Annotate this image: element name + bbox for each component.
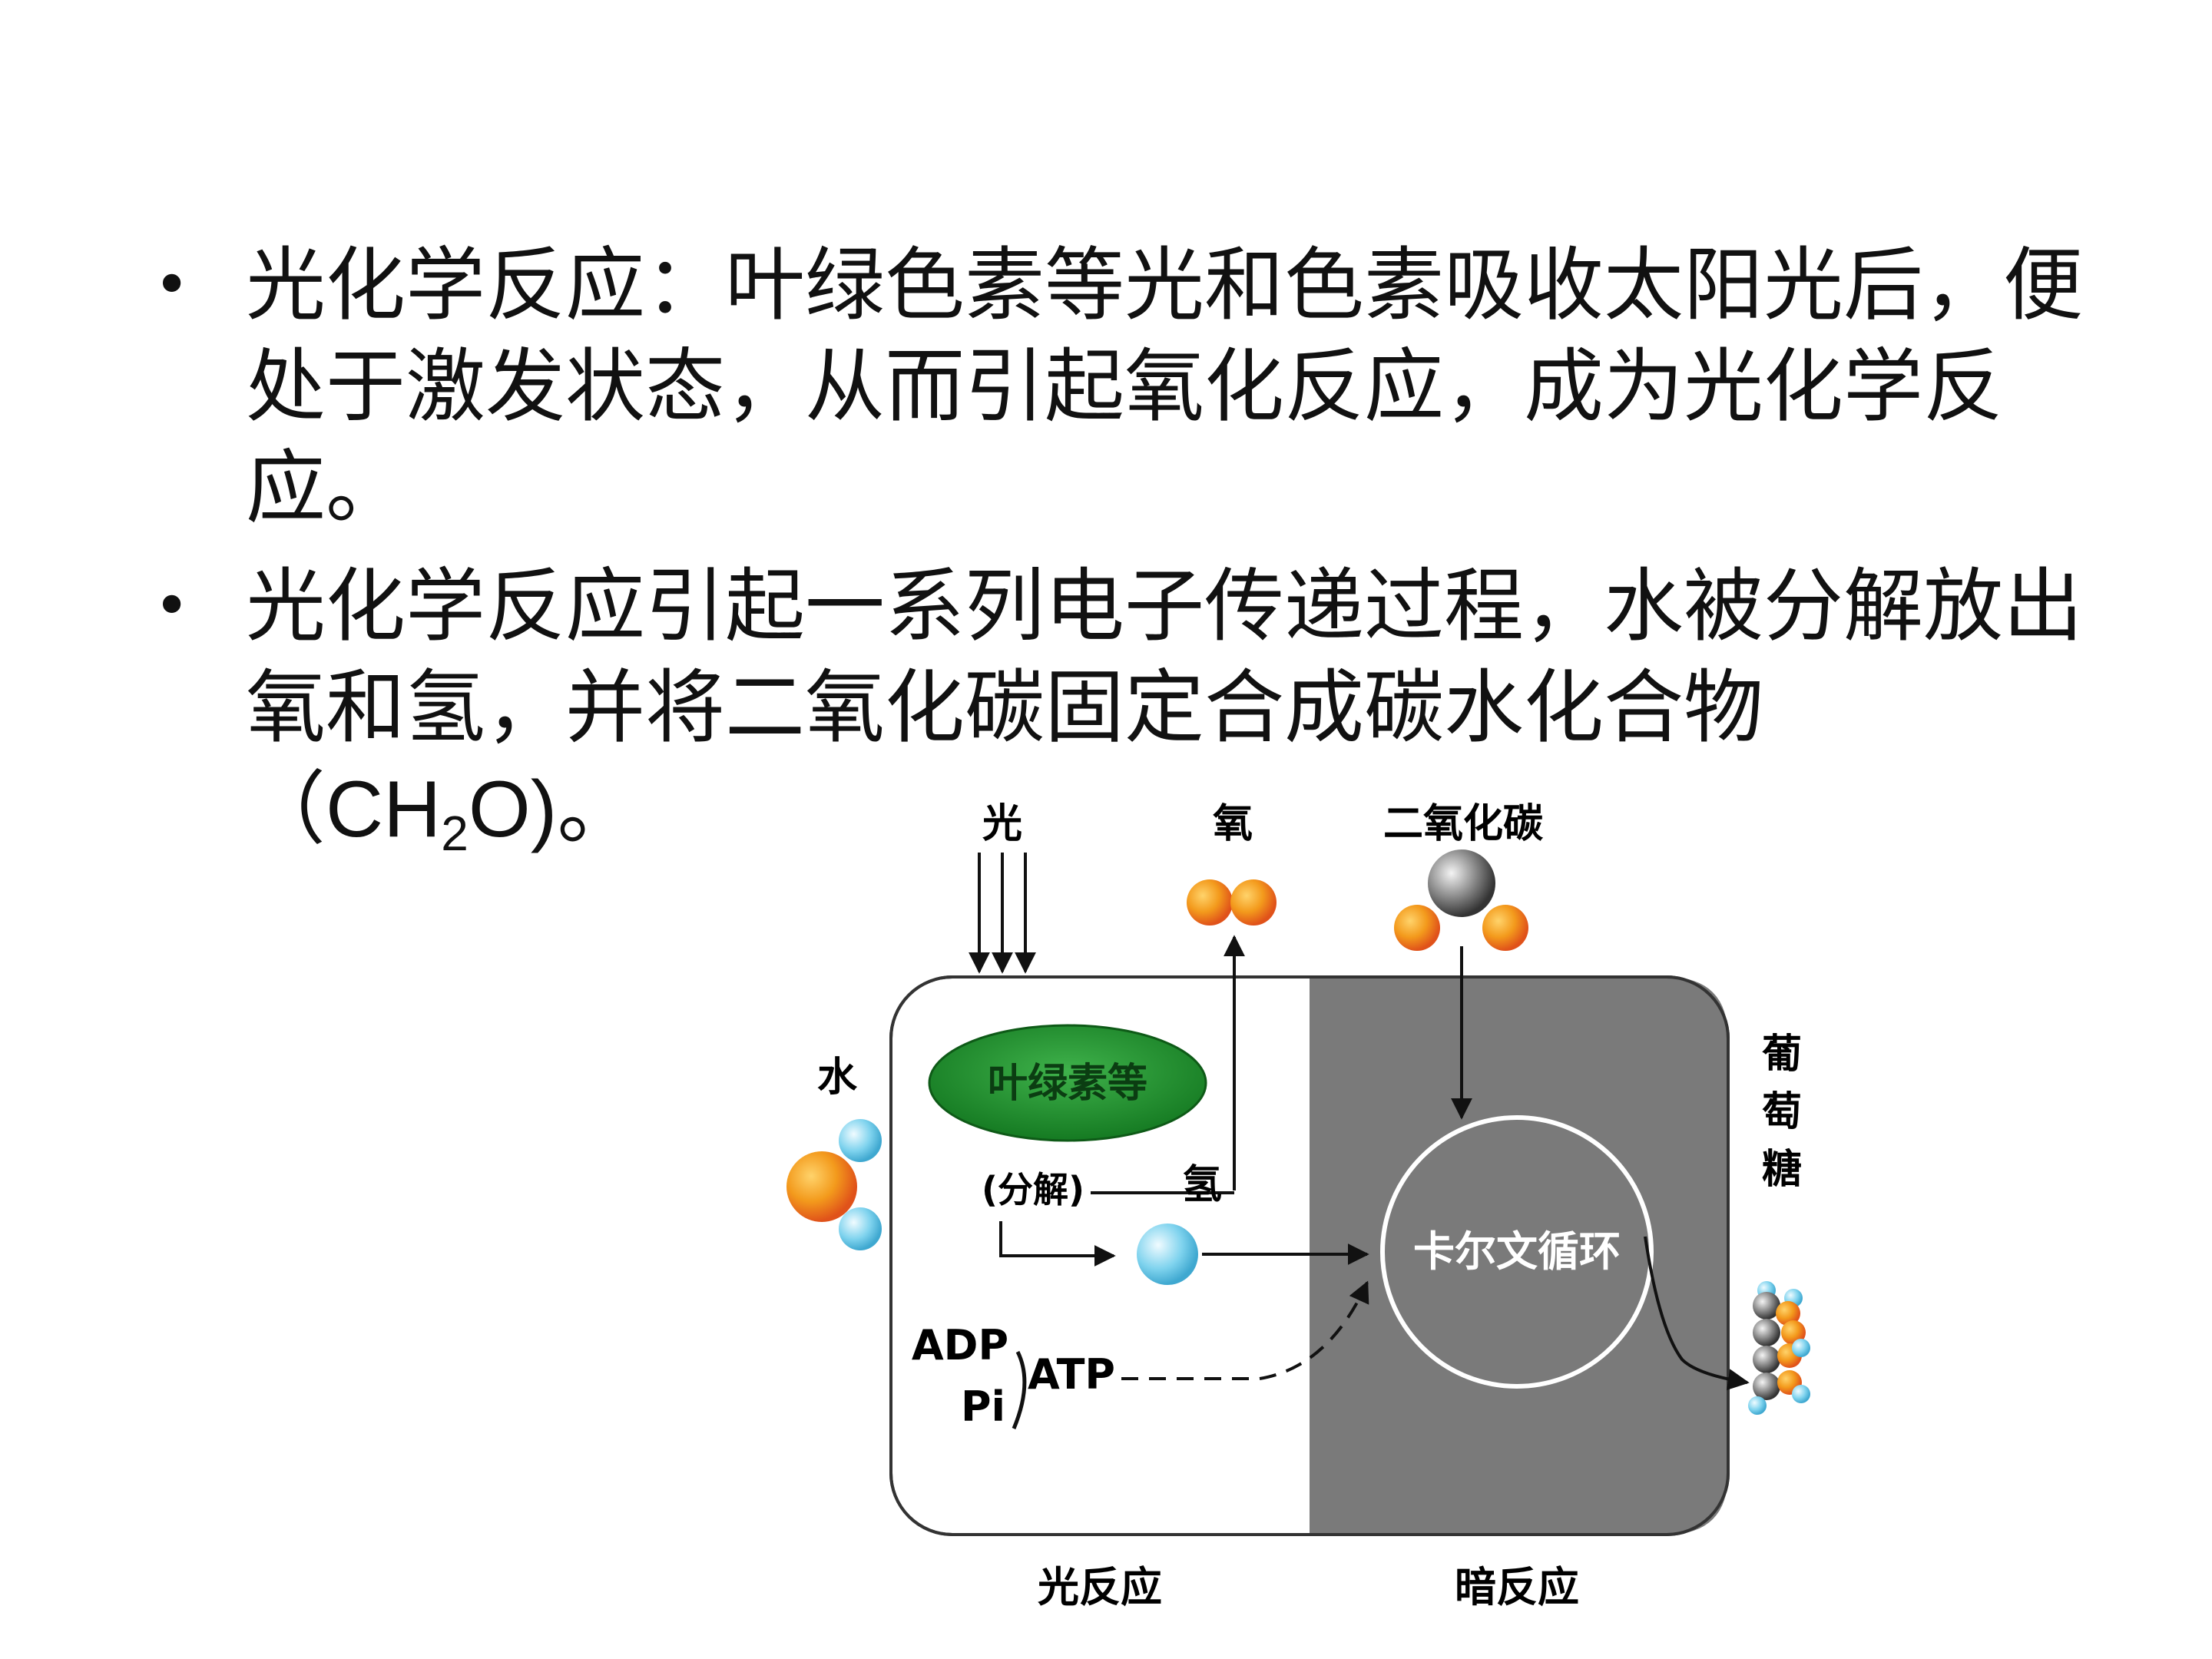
hydrogen-atom (1137, 1224, 1198, 1285)
bullet-item: • 光化学反应：叶绿色素等光和色素吸收太阳光后，便处于激发状态，从而引起氧化反应… (146, 234, 2158, 538)
split-arrow (999, 1221, 1116, 1267)
bullet-dot: • (154, 570, 190, 641)
bullet-dot: • (154, 249, 190, 320)
oxygen-atom (1482, 905, 1528, 951)
pi-label: Pi (961, 1382, 1005, 1431)
bullet-main-text: 光化学反应引起一系列电子传递过程，水被分解放出氧和氢，并将二氧化碳固定合成碳水化… (246, 559, 2084, 754)
oxygen-atom (1394, 905, 1440, 951)
bullet-item: • 光化学反应引起一系列电子传递过程，水被分解放出氧和氢，并将二氧化碳固定合成碳… (146, 555, 2158, 884)
light-arrows (969, 853, 1036, 974)
hydrogen-label: 氢 (1182, 1162, 1222, 1208)
formula: （CH2O)。 (246, 765, 637, 861)
oxygen-label: 氧 (1213, 801, 1253, 847)
light-label: 光 (982, 801, 1022, 847)
bullet-text: 光化学反应：叶绿色素等光和色素吸收太阳光后，便处于激发状态，从而引起氧化反应，成… (246, 238, 2084, 535)
hydrogen-atom (839, 1119, 882, 1162)
formula-open: （CH (246, 765, 442, 854)
glucose-label-2: 萄 (1762, 1089, 1802, 1135)
glucose-label-1: 葡 (1762, 1031, 1802, 1078)
atp-label: ATP (1028, 1350, 1115, 1399)
bullet-text: 光化学反应引起一系列电子传递过程，水被分解放出氧和氢，并将二氧化碳固定合成碳水化… (246, 555, 2158, 884)
oxygen-atom (1187, 879, 1233, 926)
hydrogen-atom (839, 1207, 882, 1250)
glucose-label-3: 糖 (1762, 1147, 1802, 1193)
calvin-label: 卡尔文循环 (1413, 1227, 1621, 1276)
water-label: 水 (817, 1055, 858, 1101)
photosynthesis-diagram: 光 氧 二氧化碳 水 叶绿素等 (分解) 氢 卡尔文循环 ADP Pi ATP … (786, 801, 1810, 1611)
chlorophyll-label: 叶绿素等 (988, 1061, 1147, 1107)
split-label: (分解) (982, 1169, 1084, 1210)
formula-subscript: 2 (441, 806, 469, 861)
adp-label: ADP (912, 1321, 1008, 1369)
formula-close: O)。 (468, 765, 637, 854)
carbon-atom (1428, 849, 1495, 917)
calvin-cycle (1380, 1115, 1654, 1389)
bracket (1012, 1350, 1027, 1429)
glucose-arrow (1644, 1236, 1750, 1391)
atp-arrow (1121, 1280, 1369, 1380)
dark-reaction-label: 暗反应 (1455, 1563, 1579, 1611)
bullet-list: • 光化学反应：叶绿色素等光和色素吸收太阳光后，便处于激发状态，从而引起氧化反应… (146, 234, 2158, 901)
glucose-molecule (1748, 1281, 1810, 1415)
oxygen-atom (786, 1151, 857, 1222)
light-reaction-label: 光反应 (1038, 1563, 1162, 1611)
chlorophyll-ellipse (928, 1024, 1207, 1142)
oxygen-atom (1230, 879, 1277, 926)
dark-reaction-panel (1310, 977, 1728, 1535)
co2-label: 二氧化碳 (1383, 801, 1544, 847)
